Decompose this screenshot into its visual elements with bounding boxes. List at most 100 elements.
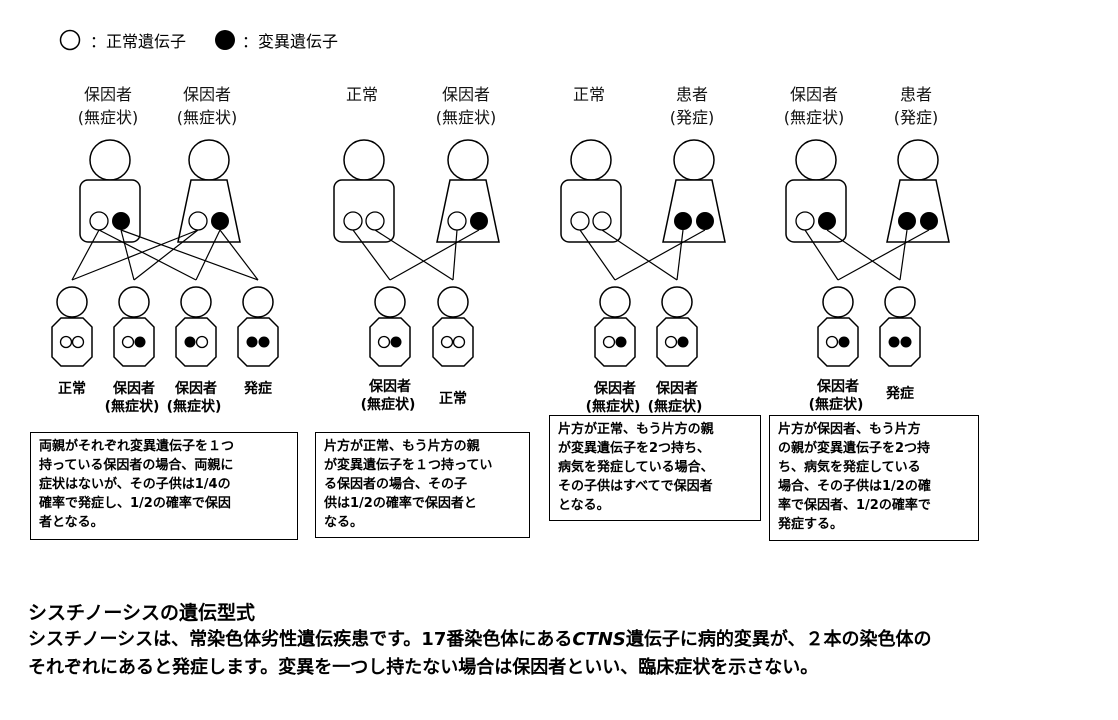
case-1-child-1-head bbox=[56, 286, 88, 318]
case-1-parent-1-body bbox=[79, 179, 141, 243]
case-1-child-4-gene-2-mutant-gene-icon bbox=[258, 336, 270, 348]
case-1-parent-1-gene-2-mutant-gene-icon bbox=[112, 212, 130, 230]
case-3-inheritance-line bbox=[601, 229, 678, 281]
case-2-child-1-gene-1-normal-gene-icon bbox=[377, 335, 391, 349]
case-2-parent-2-body bbox=[436, 179, 500, 243]
case-1-child-4-body bbox=[237, 317, 279, 367]
case-1-parent-1-head bbox=[89, 139, 131, 181]
case-4-parent-1-gene-1-normal-gene-icon bbox=[795, 211, 815, 231]
case-3-child-1-head bbox=[599, 286, 631, 318]
case-1-child-2-label: 保因者 bbox=[113, 381, 155, 397]
case-2-inheritance-line bbox=[352, 229, 391, 281]
case-1-child-2-gene-2-mutant-gene-icon bbox=[134, 336, 146, 348]
case-4-inheritance-line bbox=[837, 229, 930, 281]
case-4-child-2-body bbox=[879, 317, 921, 367]
case-3-parent-1-head bbox=[570, 139, 612, 181]
case-4-parent-2-label: 患者 bbox=[899, 85, 933, 104]
footer-gene-name: CTNS bbox=[572, 629, 626, 650]
case-1-child-3-status-label: (無症状) bbox=[166, 399, 222, 415]
case-3-parent-2-gene-2-mutant-gene-icon bbox=[696, 212, 714, 230]
case-4-child-2-head bbox=[884, 286, 916, 318]
case-1-inheritance-line bbox=[133, 229, 199, 281]
case-2-parent-1-head bbox=[343, 139, 385, 181]
case-4-description: 片方が保因者、もう片方 の親が変異遺伝子を2つ持 ち、病気を発症している 場合、… bbox=[769, 415, 979, 541]
case-2-inheritance-line bbox=[374, 229, 454, 281]
case-2-parent-1-gene-1-normal-gene-icon bbox=[343, 211, 363, 231]
case-1-inheritance-line bbox=[98, 229, 197, 281]
case-2-parent-1-label: 正常 bbox=[345, 85, 379, 104]
case-1-inheritance-line bbox=[195, 229, 221, 281]
case-4-parent-2-gene-1-mutant-gene-icon bbox=[898, 212, 916, 230]
case-1-parent-2-head bbox=[188, 139, 230, 181]
case-4-child-1-status-label: (無症状) bbox=[808, 397, 864, 413]
legend-mutant-label: ：変異遺伝子 bbox=[242, 32, 339, 51]
case-3-parent-2-head bbox=[673, 139, 715, 181]
case-2-child-2-head bbox=[437, 286, 469, 318]
case-1-inheritance-line bbox=[120, 229, 135, 281]
case-3-child-2-status-label: (無症状) bbox=[647, 399, 703, 415]
case-1-parent-2-gene-1-normal-gene-icon bbox=[188, 211, 208, 231]
case-3-child-2-head bbox=[661, 286, 693, 318]
case-1-child-4-head bbox=[242, 286, 274, 318]
case-1-inheritance-line bbox=[71, 229, 100, 281]
case-2-child-2-label: 正常 bbox=[439, 391, 467, 407]
case-1-child-2-gene-1-normal-gene-icon bbox=[121, 335, 135, 349]
case-4-inheritance-line bbox=[804, 229, 839, 281]
case-4-child-1-gene-1-normal-gene-icon bbox=[825, 335, 839, 349]
case-1-child-2-head bbox=[118, 286, 150, 318]
case-2-child-1-gene-2-mutant-gene-icon bbox=[390, 336, 402, 348]
case-4-parent-2-body bbox=[886, 179, 950, 243]
case-1-parent-2-body bbox=[177, 179, 241, 243]
case-1-parent-1-gene-1-normal-gene-icon bbox=[89, 211, 109, 231]
case-1-child-4-gene-1-mutant-gene-icon bbox=[246, 336, 258, 348]
case-3-child-2-gene-2-mutant-gene-icon bbox=[677, 336, 689, 348]
case-1-child-3-gene-2-normal-gene-icon bbox=[195, 335, 209, 349]
case-4-child-1-gene-2-mutant-gene-icon bbox=[838, 336, 850, 348]
case-2-inheritance-line bbox=[389, 229, 480, 281]
case-3-parent-1-gene-1-normal-gene-icon bbox=[570, 211, 590, 231]
case-1-parent-2-label: 保因者 bbox=[182, 85, 232, 104]
case-4-child-1-head bbox=[822, 286, 854, 318]
case-1-child-3-gene-1-mutant-gene-icon bbox=[184, 336, 196, 348]
case-3-parent-2-status-label: (発症) bbox=[669, 108, 715, 127]
case-2-parent-1-body bbox=[333, 179, 395, 243]
case-4-inheritance-line bbox=[899, 229, 908, 281]
legend-normal-label: ：正常遺伝子 bbox=[90, 32, 187, 51]
case-1-inheritance-line bbox=[71, 229, 199, 281]
case-3-parent-1-gene-2-normal-gene-icon bbox=[592, 211, 612, 231]
case-3-parent-2-body bbox=[662, 179, 726, 243]
case-3-parent-2-gene-1-mutant-gene-icon bbox=[674, 212, 692, 230]
legend-icons bbox=[59, 29, 235, 51]
case-1-parent-2-status-label: (無症状) bbox=[176, 108, 238, 127]
case-4-parent-1-head bbox=[795, 139, 837, 181]
case-1-child-2-status-label: (無症状) bbox=[104, 399, 160, 415]
case-4-parent-1-gene-2-mutant-gene-icon bbox=[818, 212, 836, 230]
case-1-inheritance-line bbox=[219, 229, 259, 281]
case-4-parent-1-body bbox=[785, 179, 847, 243]
case-2-parent-2-head bbox=[447, 139, 489, 181]
case-2-parent-2-gene-1-normal-gene-icon bbox=[447, 211, 467, 231]
case-3-parent-1-body bbox=[560, 179, 622, 243]
case-2-child-1-head bbox=[374, 286, 406, 318]
case-3-parent-2-label: 患者 bbox=[675, 85, 709, 104]
case-3-child-2-gene-1-normal-gene-icon bbox=[664, 335, 678, 349]
footer-body: シスチノーシスは、常染色体劣性遺伝疾患です。17番染色体にあるCTNS遺伝子に病… bbox=[28, 626, 932, 682]
case-2-inheritance-line bbox=[452, 229, 458, 281]
footer-line-2: それぞれにあると発症します。変異を一つし持たない場合は保因者といい、臨床症状を示… bbox=[28, 657, 819, 678]
case-2-parent-2-status-label: (無症状) bbox=[435, 108, 497, 127]
case-3-child-1-label: 保因者 bbox=[594, 381, 636, 397]
case-4-child-2-label: 発症 bbox=[886, 386, 914, 402]
case-2-parent-1-gene-2-normal-gene-icon bbox=[365, 211, 385, 231]
case-4-parent-2-status-label: (発症) bbox=[893, 108, 939, 127]
case-1-child-1-gene-2-normal-gene-icon bbox=[71, 335, 85, 349]
case-1-inheritance-line bbox=[120, 229, 259, 281]
case-1-child-1-gene-1-normal-gene-icon bbox=[59, 335, 73, 349]
case-4-child-2-gene-2-mutant-gene-icon bbox=[900, 336, 912, 348]
case-3-description: 片方が正常、もう片方の親 が変異遺伝子を2つ持ち、 病気を発症している場合、 そ… bbox=[549, 415, 761, 521]
case-2-child-2-gene-1-normal-gene-icon bbox=[440, 335, 454, 349]
case-4-parent-1-label: 保因者 bbox=[789, 85, 839, 104]
case-2-child-1-label: 保因者 bbox=[369, 379, 411, 395]
case-3-parent-1-label: 正常 bbox=[572, 85, 606, 104]
case-2-parent-2-label: 保因者 bbox=[441, 85, 491, 104]
